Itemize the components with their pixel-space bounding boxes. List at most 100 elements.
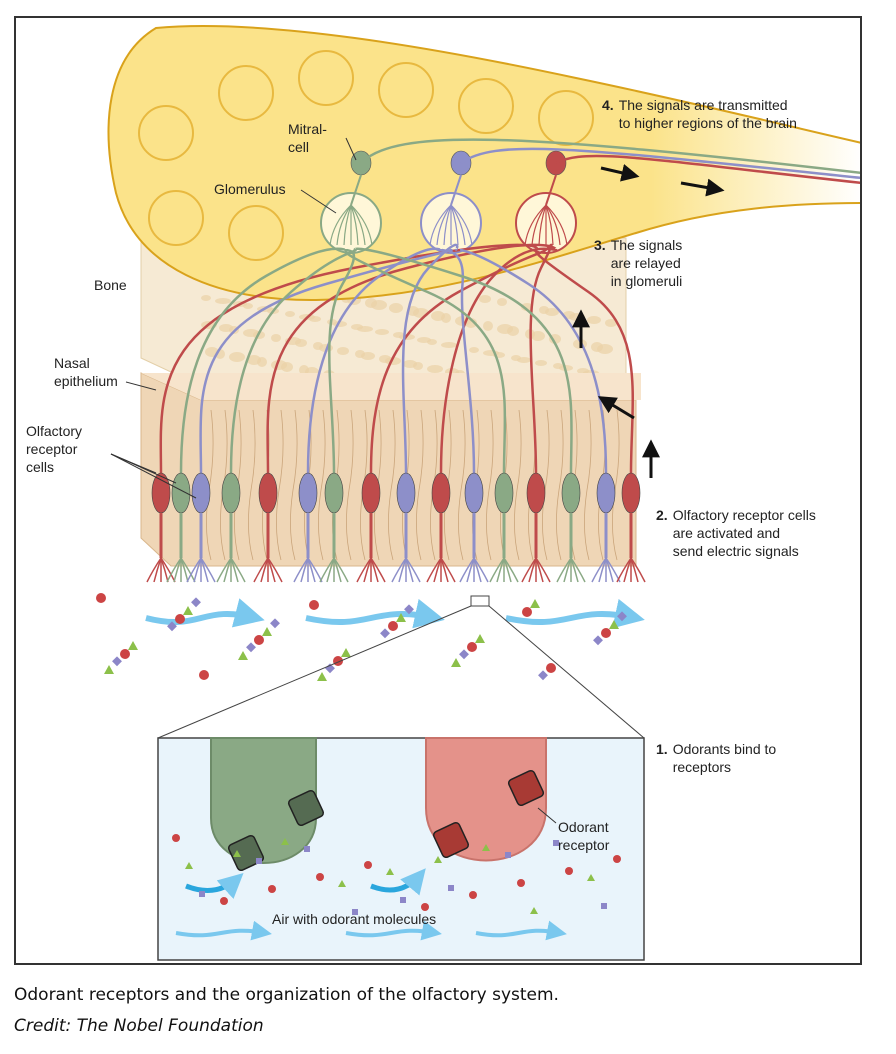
- step-3-number: 3.: [594, 237, 606, 253]
- inset-air-arrow: [475, 920, 567, 941]
- bulb-glomerulus-circle: [228, 205, 284, 261]
- bone-pore: [299, 365, 309, 375]
- glomerulus-label: Glomerulus: [214, 181, 286, 197]
- mitral-axon-green: [360, 138, 860, 175]
- air-flow-arrow: [145, 598, 265, 628]
- receptor-cell-body: [396, 472, 416, 514]
- bone-pore: [407, 306, 419, 316]
- odorant-molecule: [120, 649, 130, 659]
- odorant-receptor-protein: [432, 821, 470, 859]
- epithelium-fiber: [388, 409, 396, 561]
- odorant-molecule: [270, 618, 280, 629]
- receptor-cilia: [570, 557, 586, 583]
- signal-arrow: [680, 178, 725, 197]
- receptor-cilia: [230, 557, 246, 583]
- odorant-molecule: [104, 665, 114, 674]
- receptor-cilia: [200, 557, 216, 583]
- glomerulus-dendrite: [524, 204, 547, 246]
- bone-pore: [243, 329, 259, 337]
- mitral-dendrite: [450, 174, 462, 206]
- bone-pore: [219, 324, 233, 332]
- receptor-cilia: [473, 557, 489, 583]
- odorant-molecule: [601, 628, 611, 638]
- receptor-axon: [439, 247, 558, 474]
- bone-pore: [229, 352, 245, 362]
- bone-pore: [539, 306, 549, 314]
- inset-odorant-molecule: [386, 868, 394, 875]
- receptor-axon: [401, 243, 459, 474]
- odorant-molecule: [254, 635, 264, 645]
- odorant-molecule: [388, 621, 398, 631]
- odorant-molecule: [609, 620, 619, 629]
- glomerulus-dendrite: [538, 204, 547, 246]
- bulb-glomerulus-circle: [138, 105, 194, 161]
- odorant-molecule: [199, 670, 209, 680]
- inset-odorant-molecule: [613, 855, 621, 863]
- step-2-number: 2.: [656, 507, 668, 523]
- epithelium-fiber: [276, 409, 284, 561]
- epithelium-fiber: [318, 409, 326, 561]
- epithelium-fiber: [458, 409, 466, 561]
- glomerulus-dendrite: [450, 204, 459, 246]
- glomerulus-dendrite: [545, 204, 568, 246]
- inset-odorant-molecule: [268, 885, 276, 893]
- step-4-text: The signals are transmitted to higher re…: [618, 97, 797, 131]
- odorant-molecule: [380, 628, 390, 639]
- receptor-cell-body: [361, 472, 381, 514]
- receptor-cilia: [146, 557, 162, 583]
- epithelium-fiber: [346, 409, 354, 561]
- bone-pore: [591, 342, 603, 352]
- bone-pore: [469, 347, 479, 353]
- inset-binding-arrow: [185, 872, 244, 900]
- glomerulus-dendrite: [443, 204, 452, 246]
- receptor-cilia: [405, 557, 421, 583]
- epithelium-fiber: [290, 409, 298, 561]
- bulb-glomerulus-circle: [298, 50, 354, 106]
- odorant-molecule: [530, 599, 540, 608]
- odorant-molecule: [191, 597, 201, 608]
- mitral-dendrite: [350, 174, 362, 206]
- mitral-axon-red: [555, 154, 860, 185]
- bone-pore: [375, 329, 389, 335]
- step-2: 2. Olfactory receptor cells are activate…: [656, 506, 816, 560]
- air-flow-arrow: [505, 598, 645, 629]
- bone-pore: [483, 321, 493, 331]
- bone-pore: [337, 347, 349, 355]
- bulb-glomerulus-circle: [538, 90, 594, 146]
- odorant-molecule: [475, 634, 485, 643]
- inset-odorant-molecule: [185, 862, 193, 869]
- bone-pore: [427, 365, 443, 373]
- odorant-molecule: [396, 613, 406, 622]
- inset-odorant-molecule: [421, 903, 429, 911]
- olfactory-diagram: [96, 25, 860, 961]
- inset-odorant-molecule: [233, 850, 241, 857]
- receptor-cell-body: [191, 472, 211, 514]
- receptor-cell-body: [526, 472, 546, 514]
- bone-pore: [553, 363, 563, 369]
- inset-cilium-green: [210, 737, 317, 864]
- receptor-cell-body: [324, 472, 344, 514]
- receptor-cell-body: [221, 472, 241, 514]
- receptor-axon: [439, 247, 476, 474]
- glomerulus-dendrite: [531, 204, 547, 246]
- inset-odorant-molecule: [364, 861, 372, 869]
- odorant-molecule: [593, 635, 603, 646]
- glomerulus-dendrite: [545, 204, 554, 246]
- inset-odorant-molecule: [434, 856, 442, 863]
- bone-pore: [389, 303, 403, 313]
- glomerulus-dendrite: [429, 204, 452, 246]
- figure-frame: Mitral- cell Glomerulus Bone Nasal epith…: [14, 16, 862, 965]
- figure-credit: Credit: The Nobel Foundation: [14, 1016, 264, 1036]
- label-pointer: [125, 381, 157, 391]
- glomerulus-dendrite: [350, 204, 373, 246]
- receptor-axon: [353, 247, 573, 474]
- label-pointer: [537, 807, 557, 824]
- epithelium-fiber: [584, 409, 592, 561]
- zoom-line: [157, 605, 472, 739]
- label-pointer: [345, 137, 357, 161]
- bone-pore: [379, 355, 391, 363]
- odorant-molecule: [451, 658, 461, 667]
- odorant-molecule: [238, 651, 248, 660]
- receptor-axon: [529, 243, 553, 474]
- receptor-cilia: [153, 557, 162, 583]
